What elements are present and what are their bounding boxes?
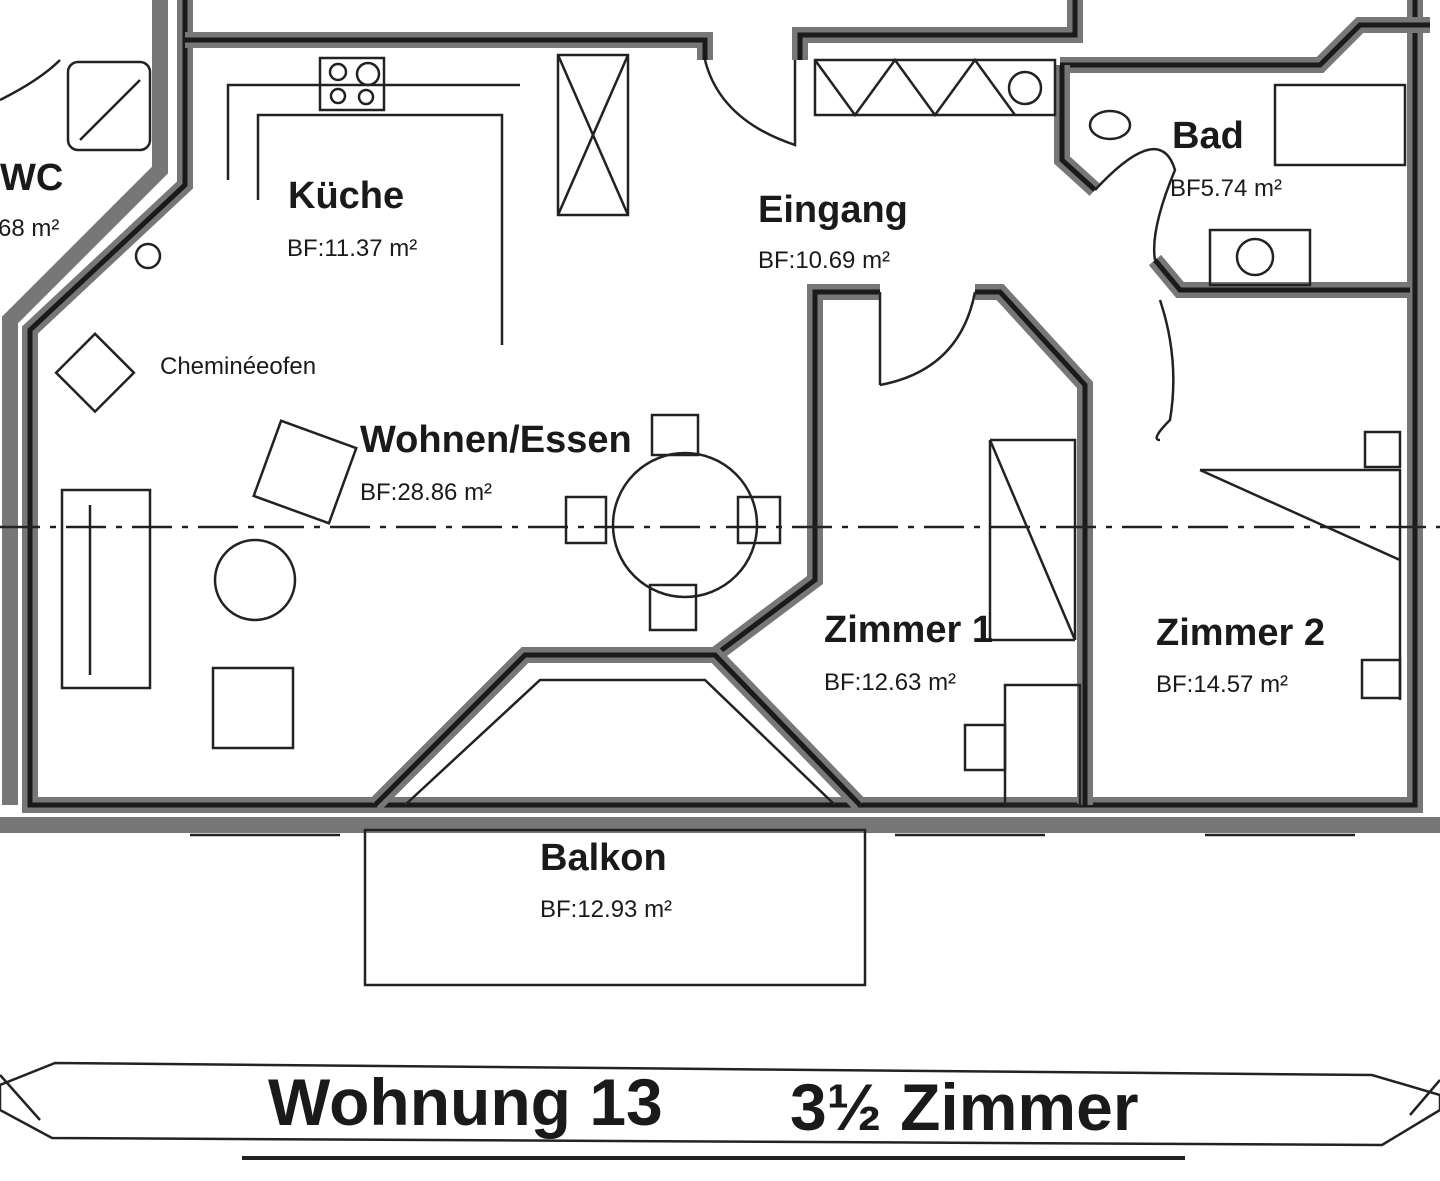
room-name-kueche: Küche bbox=[288, 175, 404, 217]
armchair-icon bbox=[252, 419, 358, 525]
room-area-wohnen: BF:28.86 m² bbox=[360, 479, 492, 506]
balcony-outline bbox=[363, 828, 867, 987]
sofa-icon bbox=[60, 488, 152, 690]
fixture-label-fireplace: Cheminéeofen bbox=[160, 353, 316, 380]
room-name-zimmer2: Zimmer 2 bbox=[1156, 612, 1325, 654]
room-name-bad: Bad bbox=[1172, 115, 1244, 157]
coffee-table-icon bbox=[213, 538, 297, 622]
room-name-eingang: Eingang bbox=[758, 189, 908, 231]
armchair-icon bbox=[211, 666, 295, 750]
toilet-icon bbox=[1088, 109, 1132, 141]
room-area-kueche: BF:11.37 m² bbox=[287, 235, 417, 262]
room-name-wc: WC bbox=[0, 157, 63, 199]
doors bbox=[0, 59, 1177, 442]
room-area-zimmer1: BF:12.63 m² bbox=[824, 669, 956, 696]
room-name-zimmer1: Zimmer 1 bbox=[824, 609, 993, 651]
room-area-bad: BF5.74 m² bbox=[1170, 175, 1282, 202]
room-area-eingang: BF:10.69 m² bbox=[758, 247, 890, 274]
unit-title: Wohnung 13 bbox=[268, 1065, 663, 1139]
dining-table-icon bbox=[611, 451, 759, 599]
title-banner: Wohnung 13 3½ Zimmer bbox=[0, 1061, 1440, 1160]
room-area-wc: 68 m² bbox=[0, 215, 59, 242]
room-name-balkon: Balkon bbox=[540, 837, 667, 879]
room-labels: WC 68 m² Küche BF:11.37 m² Eingang BF:10… bbox=[0, 115, 1325, 923]
room-area-zimmer2: BF:14.57 m² bbox=[1156, 671, 1288, 698]
walls bbox=[0, 0, 1440, 837]
room-name-wohnen: Wohnen/Essen bbox=[360, 419, 632, 461]
sink-icon bbox=[1208, 228, 1312, 287]
room-area-balkon: BF:12.93 m² bbox=[540, 896, 672, 923]
unit-rooms: 3½ Zimmer bbox=[790, 1070, 1139, 1144]
stove-fireplace-icon bbox=[54, 332, 136, 414]
furniture bbox=[54, 53, 1407, 987]
